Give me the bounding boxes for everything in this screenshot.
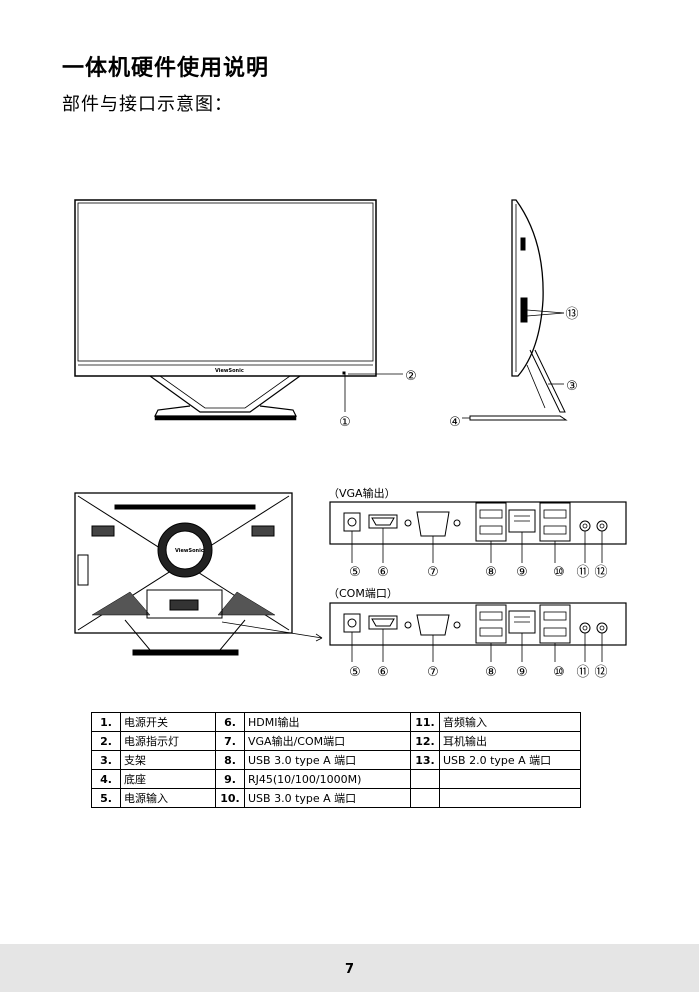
callout-9-com: ⑨ [516, 665, 528, 680]
legend-number: 11. [410, 712, 440, 732]
legend-number: 13. [410, 750, 440, 770]
legend-number: 1. [91, 712, 121, 732]
vga-panel-label: （VGA输出） [328, 486, 396, 500]
legend-number: 12. [410, 731, 440, 751]
legend-number: 5. [91, 788, 121, 808]
callout-6-com: ⑥ [377, 665, 389, 680]
legend-number: 4. [91, 769, 121, 789]
callout-3: ③ [566, 379, 578, 394]
legend-number: 7. [215, 731, 245, 751]
com-panel-label: （COM端口） [328, 587, 398, 600]
rear-view: ViewSonic [74, 492, 293, 656]
callout-12-com: ⑫ [594, 665, 607, 680]
legend-description: 耳机输出 [439, 731, 581, 751]
legend-description: USB 3.0 type A 端口 [244, 788, 411, 808]
callout-2: ② [405, 369, 417, 384]
callout-10-com: ⑩ [553, 665, 565, 680]
page-title: 一体机硬件使用说明 [62, 56, 270, 81]
legend-description: VGA输出/COM端口 [244, 731, 411, 751]
legend-number: 9. [215, 769, 245, 789]
page-number: 7 [344, 962, 355, 977]
legend-number: 3. [91, 750, 121, 770]
callout-8-vga: ⑧ [485, 565, 497, 580]
page-subtitle: 部件与接口示意图： [62, 94, 233, 115]
legend-description: 电源输入 [120, 788, 216, 808]
legend-description: 电源指示灯 [120, 731, 216, 751]
legend-description [439, 788, 581, 808]
front-view: ViewSonic [74, 199, 377, 421]
callout-11-com: ⑪ [576, 665, 589, 680]
callout-1: ① [339, 415, 351, 430]
legend-description: 音频输入 [439, 712, 581, 732]
callout-8-com: ⑧ [485, 665, 497, 680]
legend-number: 2. [91, 731, 121, 751]
vga-port-panel [329, 501, 627, 545]
legend-description: 底座 [120, 769, 216, 789]
legend-description [439, 769, 581, 789]
callout-5-com: ⑤ [349, 665, 361, 680]
legend-description: HDMI输出 [244, 712, 411, 732]
front-brand-logo: ViewSonic [215, 368, 244, 374]
legend-number [410, 788, 440, 808]
rear-brand-logo: ViewSonic [175, 548, 204, 554]
side-view [462, 199, 568, 421]
com-port-panel [329, 602, 627, 646]
callout-4: ④ [449, 415, 461, 430]
callout-5-vga: ⑤ [349, 565, 361, 580]
callout-12-vga: ⑫ [594, 565, 607, 580]
callout-7-vga: ⑦ [427, 565, 439, 580]
legend-description: USB 2.0 type A 端口 [439, 750, 581, 770]
callout-10-vga: ⑩ [553, 565, 565, 580]
callout-13: ⑬ [565, 307, 578, 322]
legend-number [410, 769, 440, 789]
legend-number: 6. [215, 712, 245, 732]
legend-description: USB 3.0 type A 端口 [244, 750, 411, 770]
hardware-diagram: ViewSonic ViewSonic [74, 199, 627, 680]
page-footer [0, 944, 699, 992]
callout-9-vga: ⑨ [516, 565, 528, 580]
callout-6-vga: ⑥ [377, 565, 389, 580]
legend-number: 10. [215, 788, 245, 808]
legend-number: 8. [215, 750, 245, 770]
callout-7-com: ⑦ [427, 665, 439, 680]
legend-description: 电源开关 [120, 712, 216, 732]
callout-11-vga: ⑪ [576, 565, 589, 580]
legend-description: 支架 [120, 750, 216, 770]
legend-description: RJ45(10/100/1000M) [244, 769, 411, 789]
